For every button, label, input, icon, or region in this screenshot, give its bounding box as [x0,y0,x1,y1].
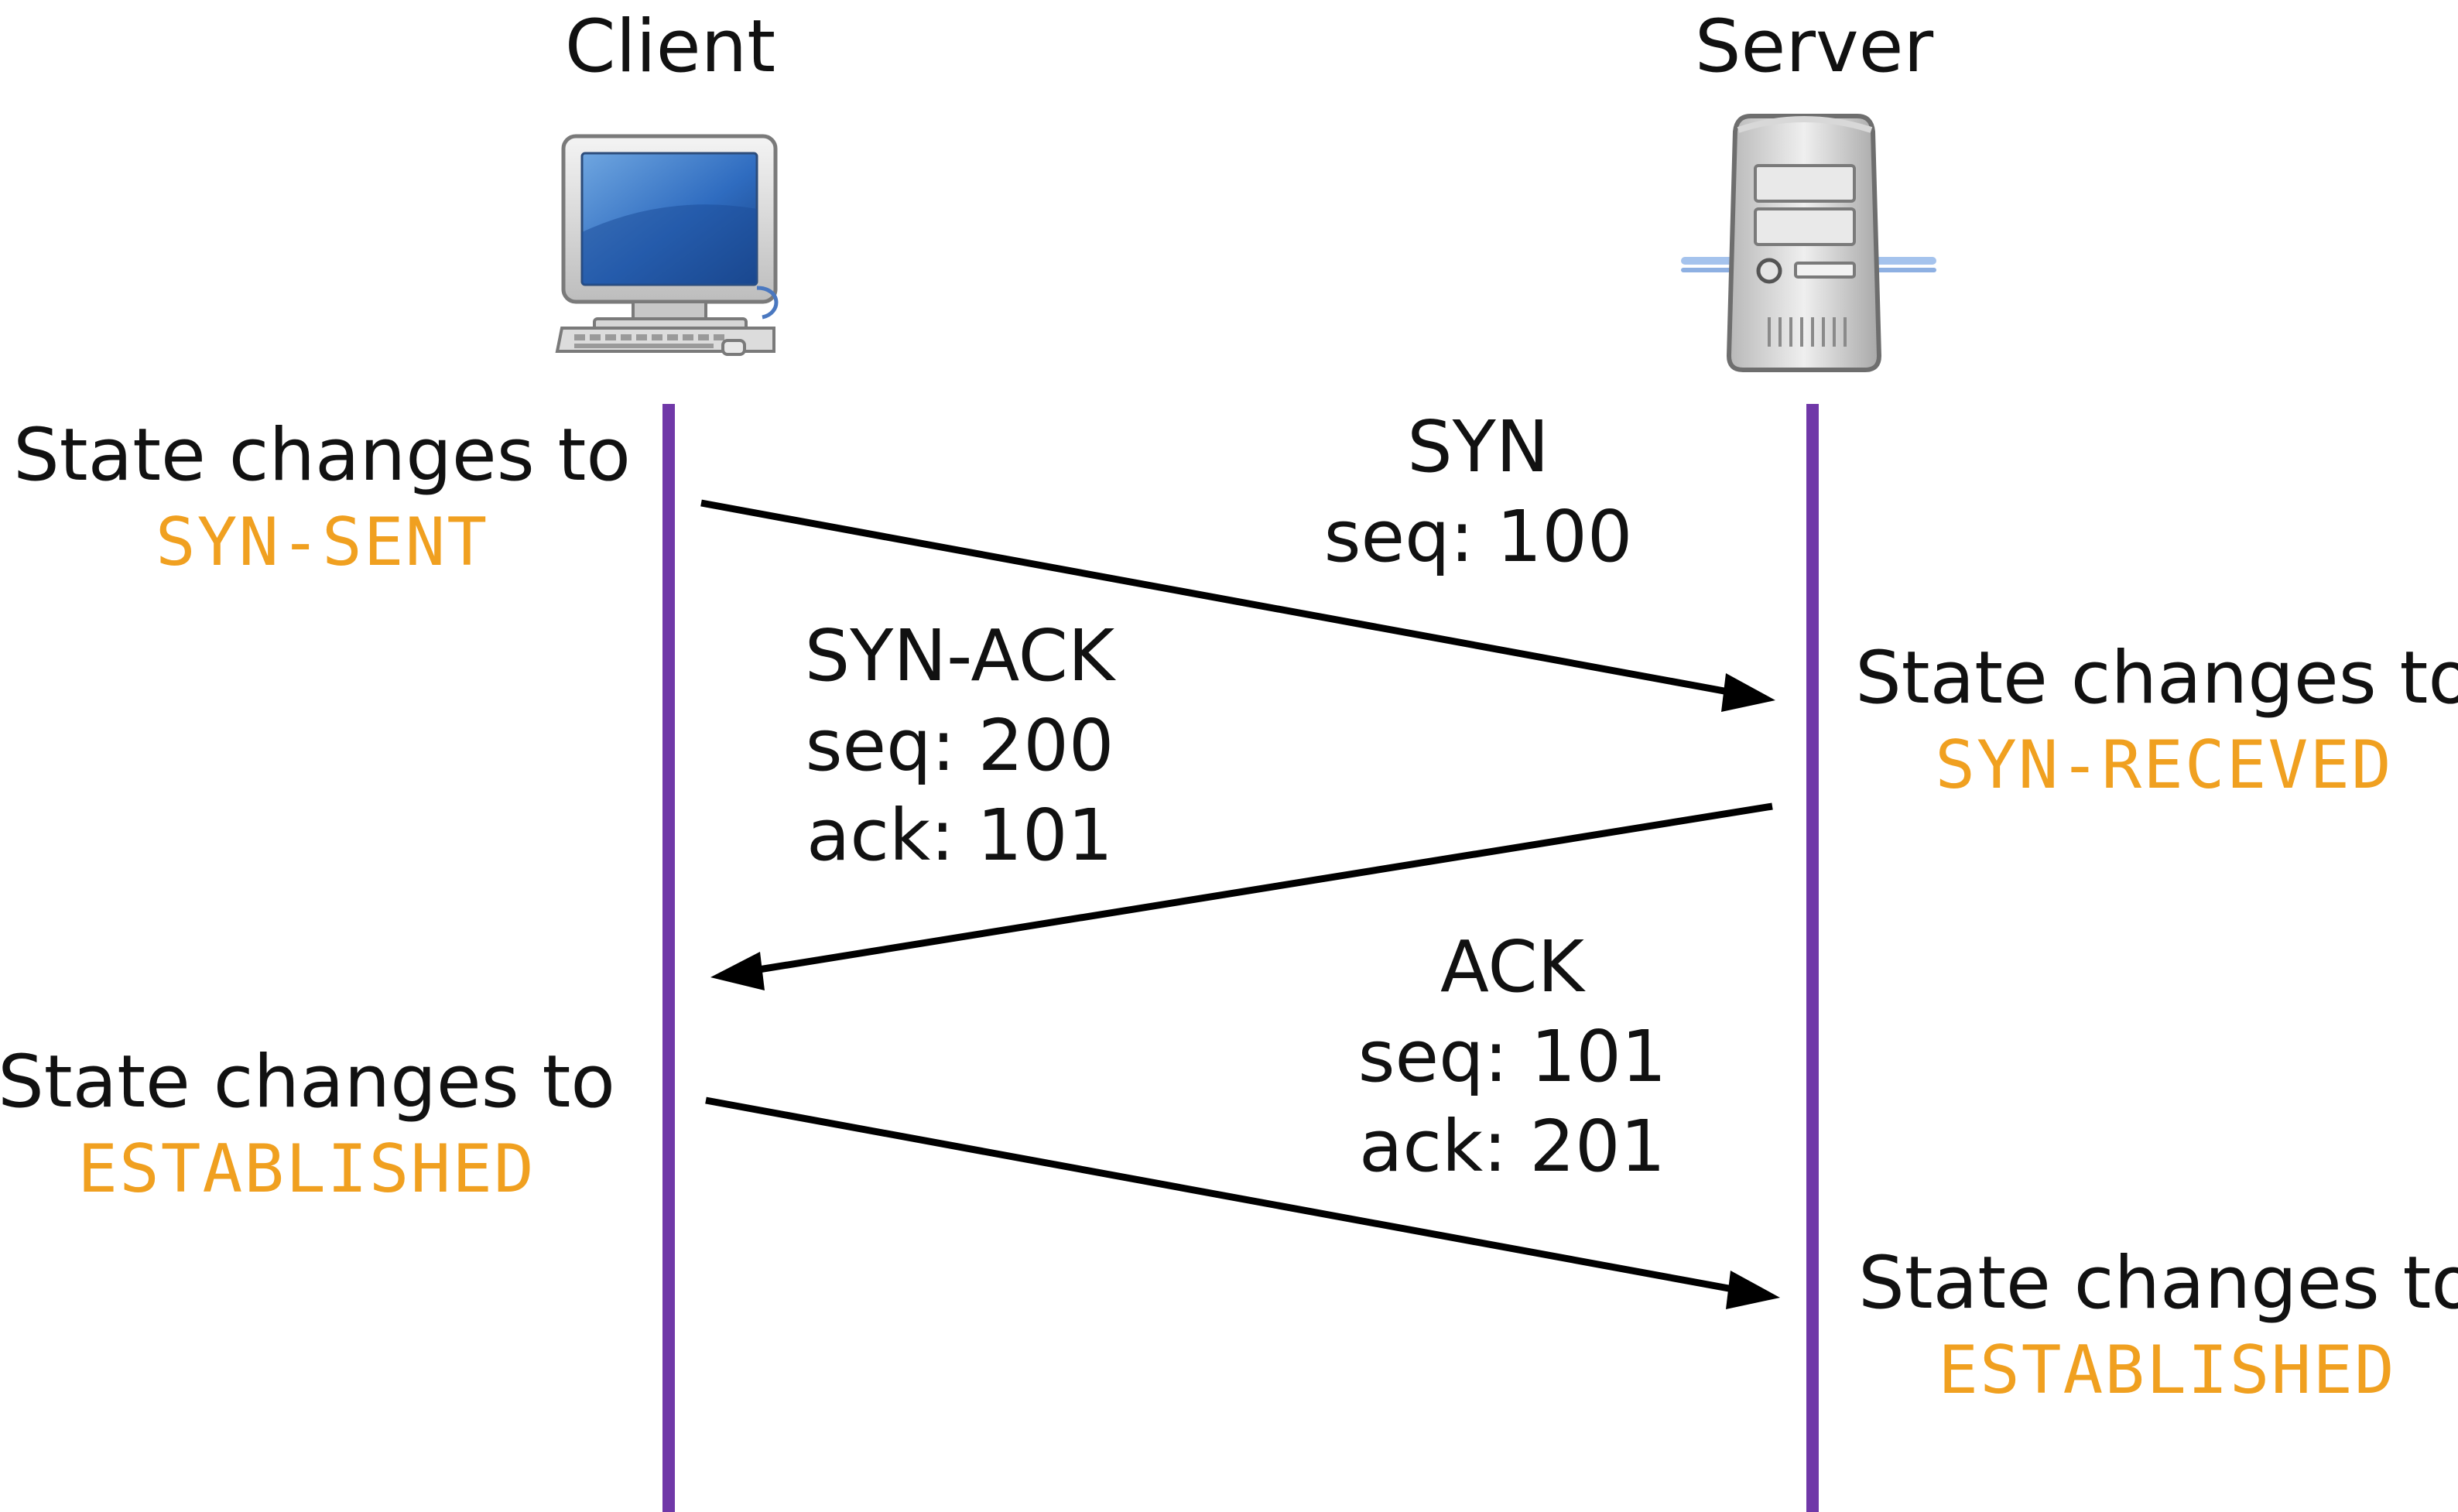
client-title: Client [564,5,776,89]
server-tower-icon [1681,114,1936,372]
message-arrow-syn-ack [710,802,1773,990]
message-type: ACK [1440,925,1584,1008]
state-label: State changes to [0,1040,615,1124]
message-seq: seq: 101 [1357,1015,1667,1098]
message-ack: ack: 101 [806,794,1114,877]
message-label-syn-ack: SYN-ACK seq: 200 ack: 101 [712,611,1207,881]
state-change-server-syn-received: State changes to SYN-RECEVED [1855,642,2458,799]
state-value: SYN-RECEVED [1935,727,2393,804]
desktop-computer-icon [555,134,779,356]
message-arrow-ack [705,1096,1780,1309]
server-title: Server [1694,5,1934,89]
state-change-client-syn-sent: State changes to SYN-SENT [13,419,631,576]
message-type: SYN-ACK [804,614,1115,697]
message-label-syn: SYN seq: 100 [1231,402,1726,582]
message-label-ack: ACK seq: 101 ack: 201 [1265,922,1760,1192]
message-seq: seq: 200 [805,704,1114,787]
message-seq: seq: 100 [1323,495,1633,578]
message-type: SYN [1407,405,1549,488]
state-label: State changes to [1858,1241,2458,1326]
message-arrow-syn [700,499,1775,712]
state-value: ESTABLISHED [1938,1332,2396,1409]
state-change-server-established: State changes to ESTABLISHED [1858,1247,2458,1404]
state-value: SYN-SENT [155,504,489,581]
state-change-client-established: State changes to ESTABLISHED [0,1040,615,1208]
state-value: ESTABLISHED [77,1131,536,1208]
message-ack: ack: 201 [1358,1105,1666,1188]
state-label: State changes to [13,413,631,498]
state-label: State changes to [1855,636,2458,720]
